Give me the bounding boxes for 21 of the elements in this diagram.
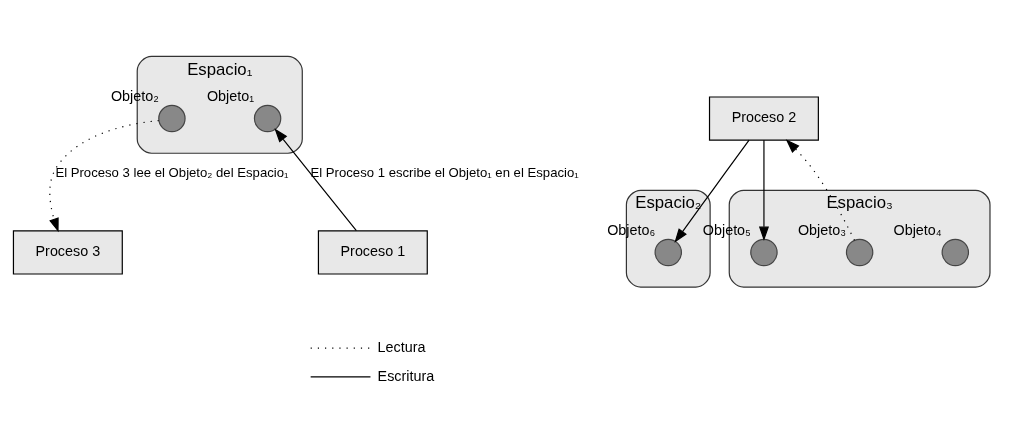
node-circle bbox=[253, 104, 282, 132]
node-label: Objeto₄ bbox=[893, 221, 942, 238]
node-circle bbox=[654, 238, 682, 266]
arrow bbox=[49, 119, 160, 232]
edge-label: El Proceso 1 escribe el Objeto₁ en el Espacio₁ bbox=[310, 164, 579, 180]
legend-label: Lectura bbox=[377, 338, 426, 355]
arrow bbox=[785, 138, 856, 241]
node-circle bbox=[845, 238, 874, 266]
arrow bbox=[674, 139, 750, 243]
node-box: Proceso 2 bbox=[708, 95, 819, 141]
arrow bbox=[758, 139, 769, 241]
node-box: Proceso 3 bbox=[12, 229, 123, 275]
arrow bbox=[274, 127, 357, 231]
node-circle bbox=[941, 238, 970, 266]
legend-label: Escritura bbox=[377, 367, 435, 384]
node-circle bbox=[750, 238, 778, 266]
node-label: Objeto₁ bbox=[206, 87, 255, 104]
node-label: Objeto₃ bbox=[797, 221, 846, 238]
edge-label: El Proceso 3 lee el Objeto₂ del Espacio₁ bbox=[55, 164, 289, 180]
node-box: Proceso 1 bbox=[317, 229, 428, 275]
node-circle bbox=[158, 104, 186, 132]
